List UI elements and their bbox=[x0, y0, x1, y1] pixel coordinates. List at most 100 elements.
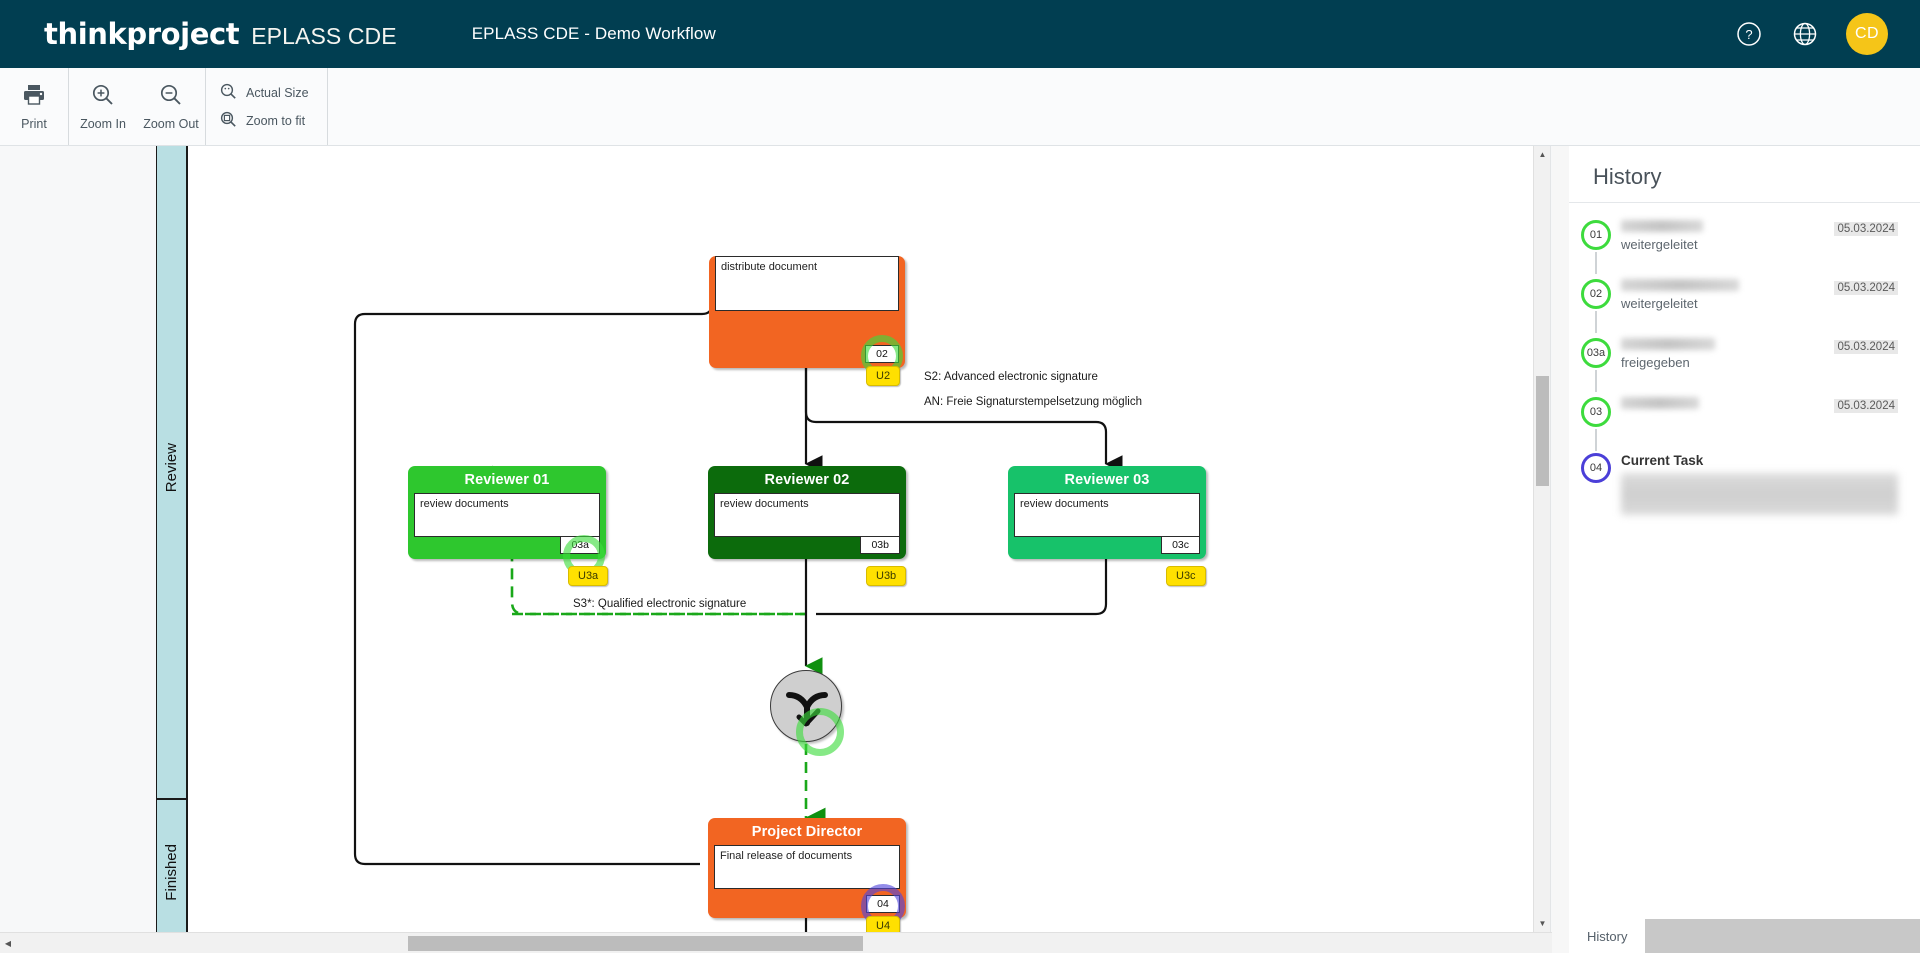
actual-size-icon bbox=[220, 83, 237, 103]
zoom-out-label: Zoom Out bbox=[143, 116, 199, 131]
node-project-director-badge: 04 bbox=[866, 895, 900, 913]
actual-size-label: Actual Size bbox=[246, 85, 309, 100]
signature-label-an: AN: Freie Signaturstempelsetzung möglich bbox=[924, 396, 1142, 408]
app-header: thinkproject EPLASS CDE EPLASS CDE - Dem… bbox=[0, 0, 1920, 68]
vertical-scroll-thumb[interactable] bbox=[1536, 376, 1549, 486]
zoom-to-fit-icon bbox=[220, 111, 237, 131]
toolbar-group-fit: Actual Size Zoom to fit bbox=[206, 68, 328, 145]
history-step-badge-current: 04 bbox=[1581, 453, 1611, 483]
canvas-horizontal-scrollbar[interactable]: ◀ ▶ bbox=[0, 932, 1568, 953]
node-reviewer-03-title: Reviewer 03 bbox=[1064, 472, 1150, 488]
node-reviewer-01-title: Reviewer 01 bbox=[464, 472, 550, 488]
node-reviewer-03-badge: 03c bbox=[1161, 536, 1200, 554]
node-reviewer-01-body: review documents bbox=[414, 493, 600, 537]
current-task-redacted bbox=[1621, 473, 1898, 515]
panel-scroll-gutter bbox=[1552, 146, 1569, 953]
print-label: Print bbox=[21, 116, 47, 131]
history-step-badge: 03 bbox=[1581, 397, 1611, 427]
history-item[interactable]: 03 05.03.2024 bbox=[1569, 397, 1920, 453]
zoom-to-fit-button[interactable]: Zoom to fit bbox=[220, 111, 309, 131]
node-reviewer-03[interactable]: Reviewer 03 review documents 03c bbox=[1008, 466, 1206, 559]
node-reviewer-02[interactable]: Reviewer 02 review documents 03b bbox=[708, 466, 906, 559]
node-reviewer-02-body: review documents bbox=[714, 493, 900, 537]
history-connector bbox=[1595, 429, 1597, 451]
history-connector bbox=[1595, 252, 1597, 274]
canvas-vertical-scrollbar[interactable]: ▲ ▼ bbox=[1533, 146, 1550, 932]
zoom-out-icon bbox=[158, 83, 184, 112]
scroll-up-icon[interactable]: ▲ bbox=[1538, 150, 1547, 159]
avatar[interactable]: CD bbox=[1846, 13, 1888, 55]
canvas-left-gutter bbox=[0, 146, 156, 932]
toolbar-group-print: Print bbox=[0, 68, 69, 145]
page-title: EPLASS CDE - Demo Workflow bbox=[471, 24, 716, 43]
node-project-director-title: Project Director bbox=[751, 824, 863, 840]
node-reviewer-01[interactable]: Reviewer 01 review documents 03a bbox=[408, 466, 606, 559]
history-user-redacted bbox=[1621, 279, 1739, 291]
history-panel: History 01 05.03.2024 weitergeleitet 02 … bbox=[1552, 146, 1920, 953]
node-project-director[interactable]: Project Director Final release of docume… bbox=[708, 818, 906, 918]
scroll-left-icon[interactable]: ◀ bbox=[4, 939, 12, 948]
diagram-viewport[interactable]: Review Finished bbox=[0, 146, 1551, 932]
merge-gateway[interactable] bbox=[770, 670, 842, 742]
history-item[interactable]: 03a 05.03.2024 freigegeben bbox=[1569, 338, 1920, 394]
node-distribute-body: distribute document bbox=[715, 256, 899, 311]
node-distribute-badge: 02 bbox=[865, 345, 899, 363]
history-date: 05.03.2024 bbox=[1834, 281, 1898, 295]
swimlane-finished: Finished bbox=[156, 799, 187, 932]
diagram-content: Review Finished bbox=[0, 146, 1550, 932]
history-item-current[interactable]: 04 Current Task bbox=[1569, 453, 1920, 533]
history-step-badge: 03a bbox=[1581, 338, 1611, 368]
history-status: freigegeben bbox=[1621, 355, 1690, 370]
signature-label-s3: S3*: Qualified electronic signature bbox=[573, 598, 747, 610]
history-step-badge: 02 bbox=[1581, 279, 1611, 309]
tab-history[interactable]: History bbox=[1569, 919, 1646, 953]
history-item[interactable]: 01 05.03.2024 weitergeleitet bbox=[1569, 220, 1920, 276]
brand-logo-text: thinkproject bbox=[44, 17, 240, 51]
ubadge-u3a: U3a bbox=[568, 566, 609, 586]
header-actions: ? CD bbox=[1734, 13, 1888, 55]
brand[interactable]: thinkproject EPLASS CDE bbox=[44, 17, 397, 51]
zoom-out-button[interactable]: Zoom Out bbox=[137, 68, 205, 145]
signature-label-s2: S2: Advanced electronic signature bbox=[924, 371, 1098, 383]
scroll-down-icon[interactable]: ▼ bbox=[1538, 919, 1547, 928]
history-status: weitergeleitet bbox=[1621, 296, 1698, 311]
print-button[interactable]: Print bbox=[0, 68, 68, 145]
ubadge-u4: U4 bbox=[866, 916, 901, 932]
history-footer: History bbox=[1569, 919, 1920, 953]
history-connector bbox=[1595, 370, 1597, 392]
node-distribute-document[interactable]: distribute document 02 bbox=[709, 256, 905, 368]
node-reviewer-02-badge: 03b bbox=[860, 536, 900, 554]
history-status: weitergeleitet bbox=[1621, 237, 1698, 252]
svg-text:?: ? bbox=[1745, 27, 1752, 42]
history-date: 05.03.2024 bbox=[1834, 340, 1898, 354]
history-item[interactable]: 02 05.03.2024 weitergeleitet bbox=[1569, 279, 1920, 335]
zoom-in-icon bbox=[90, 83, 116, 112]
printer-icon bbox=[21, 83, 47, 112]
node-reviewer-02-title: Reviewer 02 bbox=[764, 472, 850, 488]
ubadge-u3c: U3c bbox=[1166, 566, 1206, 586]
gateway-merge-icon bbox=[786, 692, 828, 727]
globe-icon[interactable] bbox=[1790, 19, 1820, 49]
toolbar-group-zoom: Zoom In Zoom Out bbox=[69, 68, 206, 145]
history-date: 05.03.2024 bbox=[1834, 222, 1898, 236]
node-project-director-body: Final release of documents bbox=[714, 845, 900, 889]
history-step-badge: 01 bbox=[1581, 220, 1611, 250]
ubadge-u2: U2 bbox=[866, 366, 901, 386]
history-list: 01 05.03.2024 weitergeleitet 02 05.03.20… bbox=[1569, 203, 1920, 533]
history-user-redacted bbox=[1621, 397, 1699, 409]
ubadge-u3b: U3b bbox=[866, 566, 907, 586]
swimlane-finished-label: Finished bbox=[163, 843, 180, 901]
node-reviewer-03-body: review documents bbox=[1014, 493, 1200, 537]
zoom-in-button[interactable]: Zoom In bbox=[69, 68, 137, 145]
history-user-redacted bbox=[1621, 338, 1715, 350]
history-date: 05.03.2024 bbox=[1834, 399, 1898, 413]
toolbar: Print Zoom In Zoom Ou bbox=[0, 68, 1920, 146]
history-connector bbox=[1595, 311, 1597, 333]
help-circle-icon[interactable]: ? bbox=[1734, 19, 1764, 49]
zoom-in-label: Zoom In bbox=[80, 116, 126, 131]
current-task-label: Current Task bbox=[1621, 453, 1704, 468]
brand-product-name: EPLASS CDE bbox=[251, 23, 397, 49]
horizontal-scroll-thumb[interactable] bbox=[408, 936, 863, 951]
actual-size-button[interactable]: Actual Size bbox=[220, 83, 309, 103]
node-reviewer-01-badge: 03a bbox=[560, 536, 600, 554]
